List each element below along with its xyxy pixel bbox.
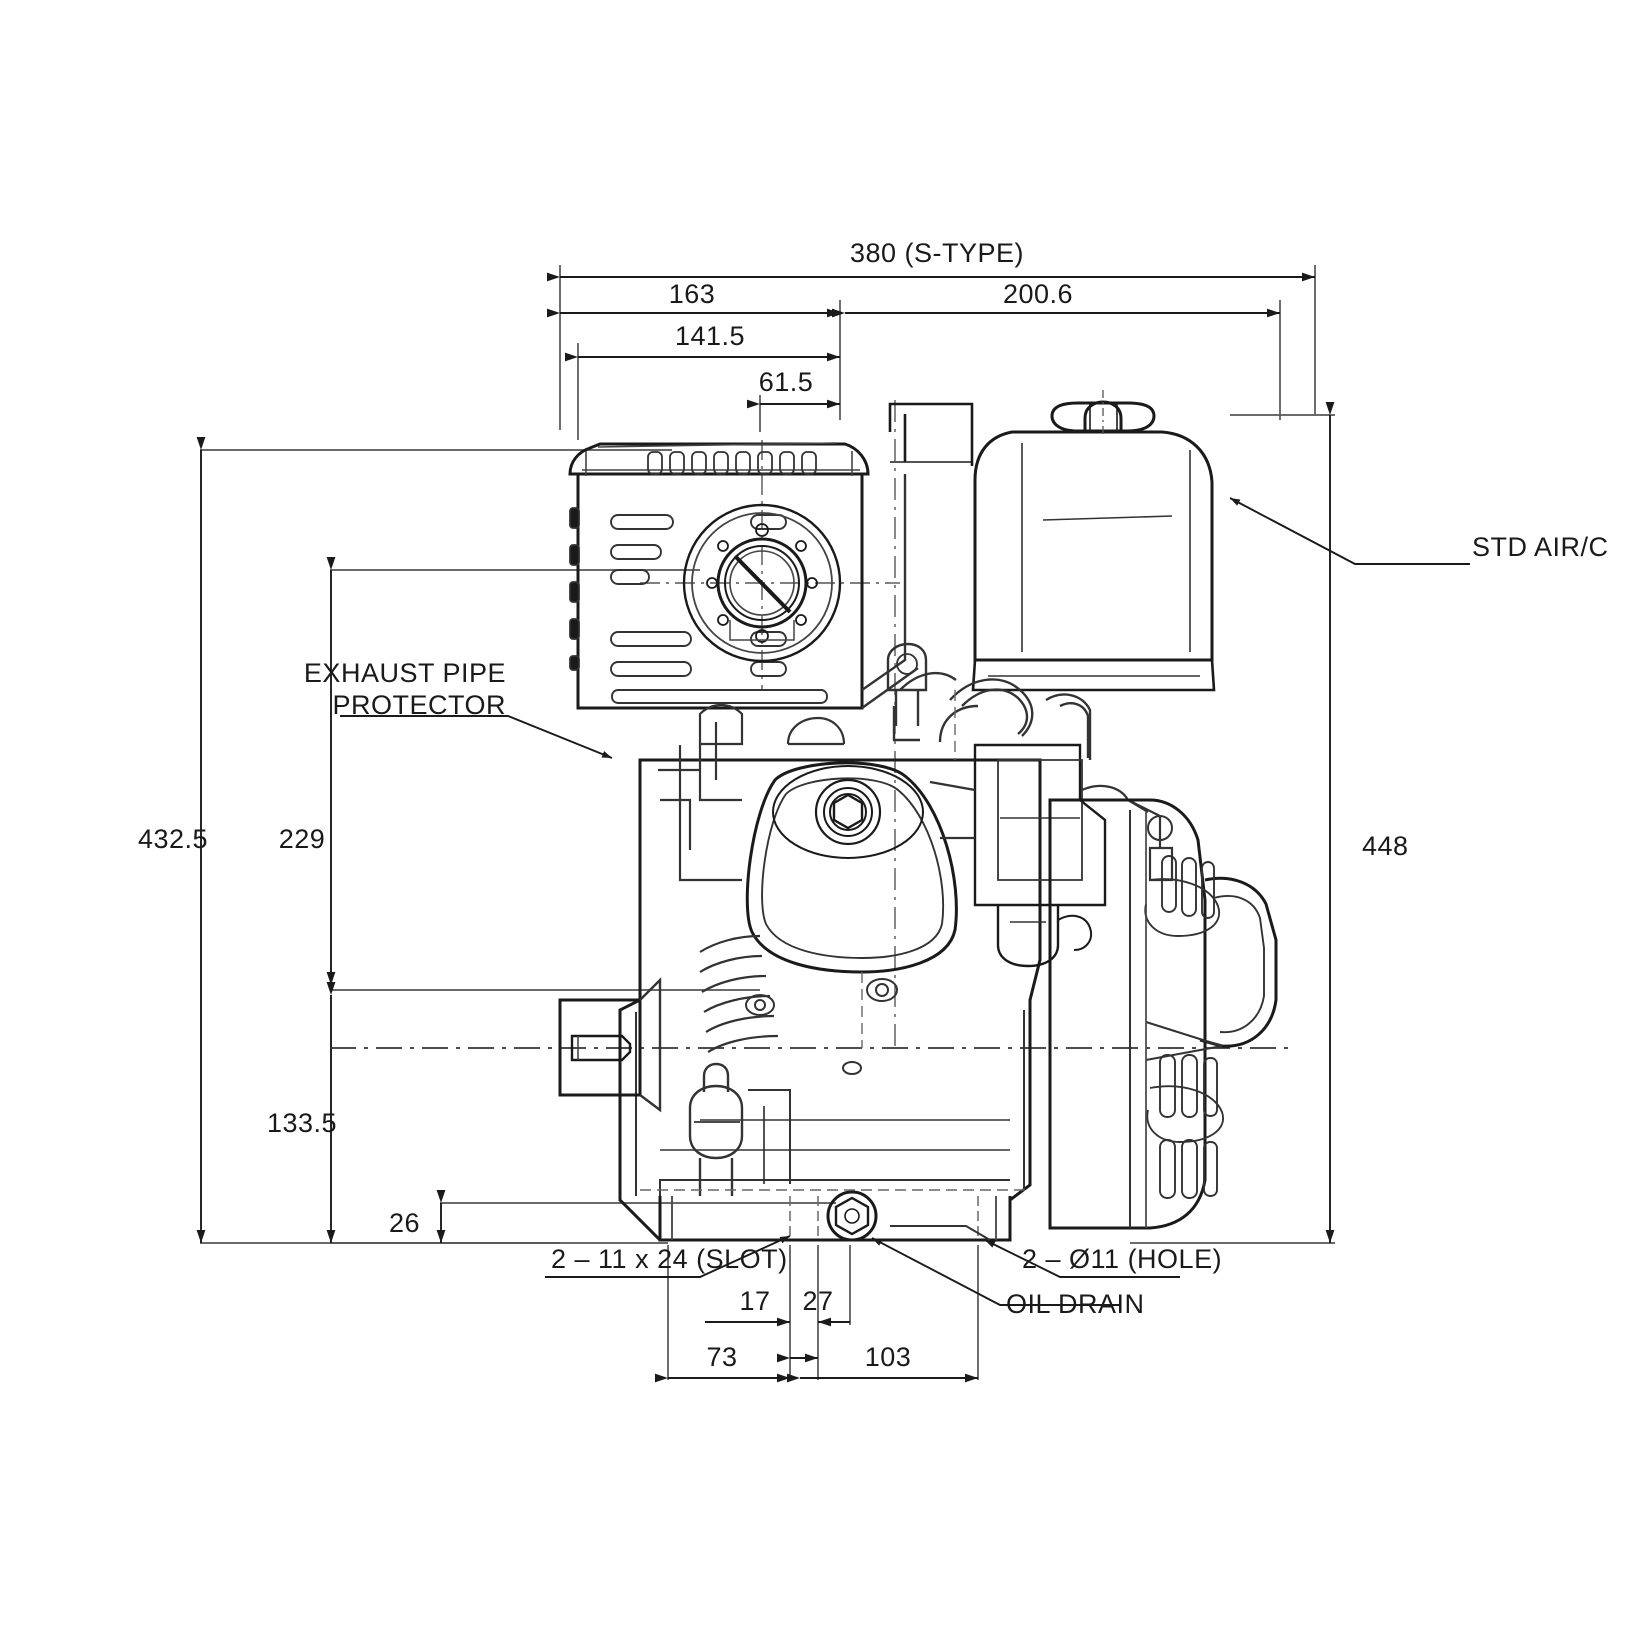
dim-left-base: 73 xyxy=(706,1342,737,1372)
fuel-petcock xyxy=(886,642,928,726)
note-exhaust-line1: EXHAUST PIPE xyxy=(304,658,506,688)
exhaust-outlet-flange xyxy=(682,503,842,663)
note-air-cleaner: STD AIR/C xyxy=(1472,532,1609,562)
dim-right-width: 200.6 xyxy=(1003,279,1073,309)
block-fasteners xyxy=(745,978,898,1075)
recoil-starter-cover xyxy=(1048,798,1278,1230)
left-dimension-lines xyxy=(196,437,446,1243)
dim-flange-offset: 61.5 xyxy=(759,367,814,397)
note-hole: 2 – Ø11 (HOLE) xyxy=(1022,1244,1222,1274)
leader-lines xyxy=(340,497,1470,1306)
fuel-tank xyxy=(971,430,1216,692)
note-exhaust-line2: PROTECTOR xyxy=(332,690,506,720)
dim-left-width: 163 xyxy=(669,279,716,309)
breather-hoses xyxy=(892,672,1092,760)
carburetor-assembly xyxy=(973,743,1107,968)
fuel-tank-detail xyxy=(988,443,1200,677)
dim-muffler-width: 141.5 xyxy=(675,321,745,351)
top-dimension-lines xyxy=(547,272,1315,409)
note-oil-drain: OIL DRAIN xyxy=(1006,1289,1145,1319)
output-shaft xyxy=(558,977,662,1113)
dim-right-base: 103 xyxy=(865,1342,912,1372)
crankcase-details xyxy=(635,1010,1025,1240)
bottom-dimension-lines xyxy=(655,1317,978,1383)
engine-base xyxy=(658,1196,1012,1242)
dim-foot-height: 26 xyxy=(389,1208,420,1238)
dim-lower-height: 133.5 xyxy=(267,1108,337,1138)
tank-filler-neck xyxy=(888,402,974,466)
dim-hole-gap: 27 xyxy=(802,1286,833,1316)
dim-overall-height-left: 432.5 xyxy=(138,824,208,854)
exhaust-pipe-protector xyxy=(568,442,919,710)
engine-assembly xyxy=(558,390,1278,1242)
cylinder-head-cover xyxy=(745,761,958,974)
dim-overall-height-right: 448 xyxy=(1362,831,1409,861)
dim-slot-offset: 17 xyxy=(739,1286,770,1316)
note-slot: 2 – 11 x 24 (SLOT) xyxy=(551,1244,788,1274)
fuel-cap[interactable] xyxy=(1050,390,1156,434)
dim-upper-height: 229 xyxy=(279,824,326,854)
hidden-lines xyxy=(640,690,1030,1191)
dim-overall-width: 380 (S-TYPE) xyxy=(850,238,1024,268)
valve-cover-left xyxy=(658,703,846,882)
